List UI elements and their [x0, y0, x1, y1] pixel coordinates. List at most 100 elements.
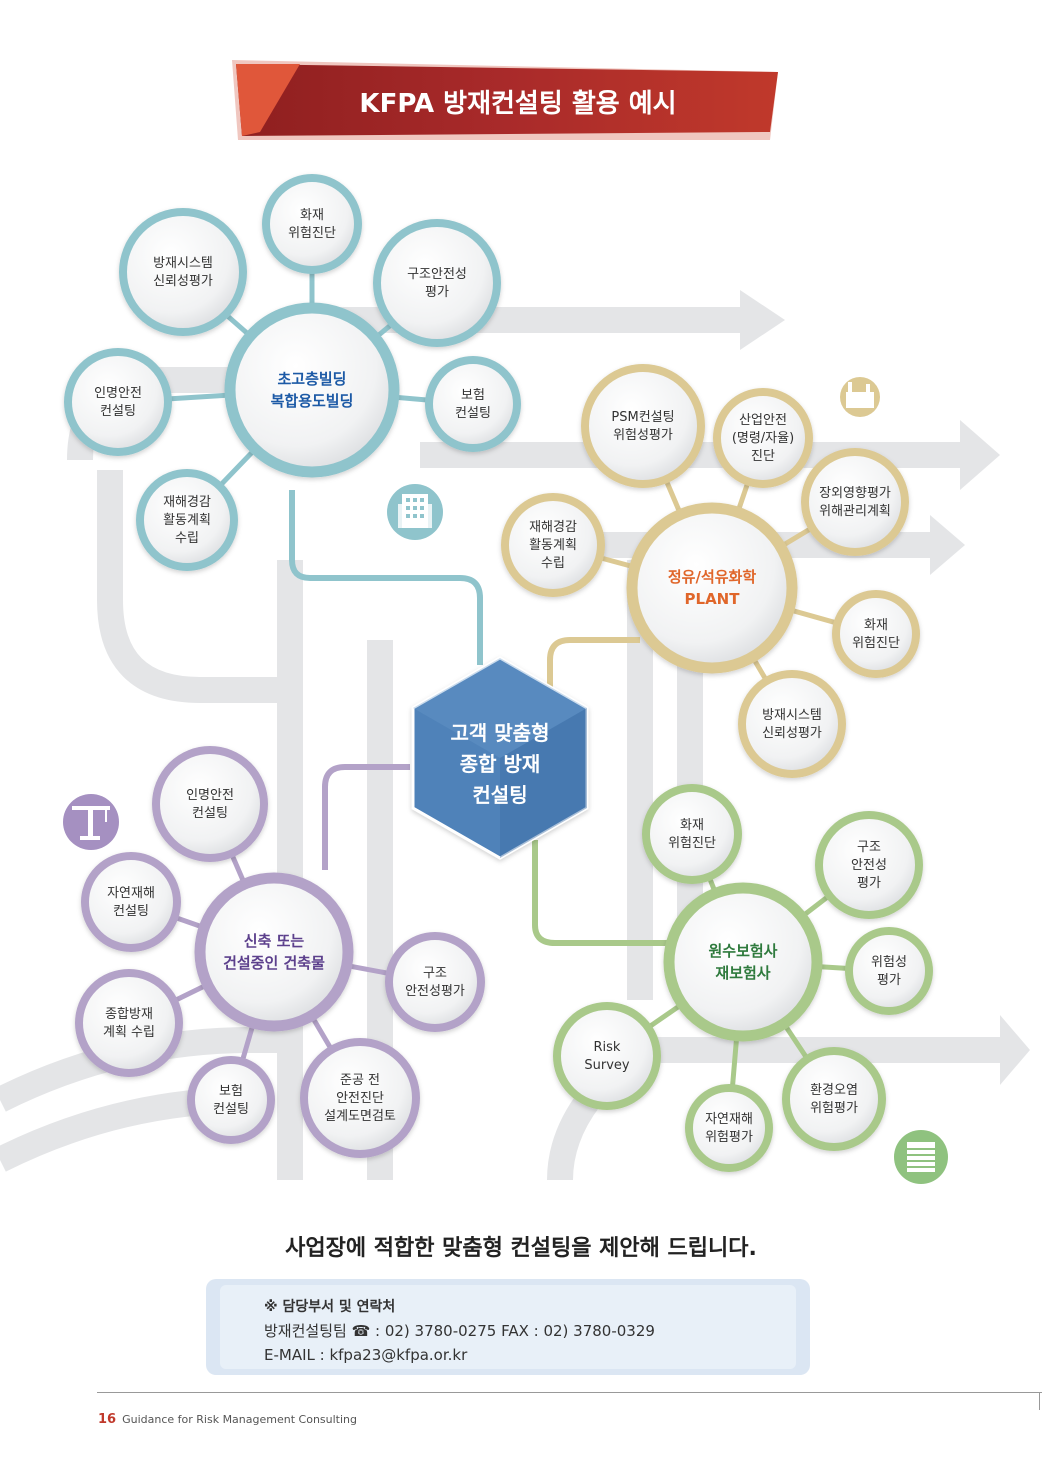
- crane-icon: [63, 794, 119, 850]
- page-footer: 16 Guidance for Risk Management Consultin…: [98, 1412, 357, 1427]
- plant-node-3-label-1: 장외영향평가: [819, 486, 891, 501]
- insurance-node-6-label-1: 환경오염: [810, 1083, 858, 1098]
- footer-text: Guidance for Risk Management Consulting: [122, 1413, 357, 1426]
- building-node-3-label-2: 평가: [425, 285, 449, 300]
- contact-phone: 방재컨설팅팀 ☎ : 02) 3780-0275 FAX : 02) 3780-…: [264, 1322, 655, 1340]
- building-icon: [387, 484, 443, 540]
- insurance-node-3-label-1: 위험성: [871, 955, 907, 970]
- building-node-6-circle: [136, 469, 238, 571]
- plant-node-1-label-1: PSM컨설팅: [611, 410, 674, 425]
- construction-node-6-label-3: 설계도면검토: [324, 1109, 396, 1124]
- building-node-1-label-2: 위험진단: [288, 226, 336, 241]
- building-node-2-label-2: 신뢰성평가: [153, 274, 213, 289]
- consulting-diagram: KFPA 방재컨설팅 활용 예시: [0, 60, 1030, 1184]
- construction-hub-circle: [194, 872, 354, 1032]
- construction-node-5-circle: [187, 1056, 275, 1144]
- building-node-2-label-1: 방재시스템: [153, 256, 213, 271]
- insurance-node-2-circle: [815, 811, 923, 919]
- construction-node-3-label-1: 구조: [423, 966, 447, 981]
- plant-node-2: 산업안전(명령/자율)진단: [713, 388, 813, 488]
- construction-node-6-label-1: 준공 전: [340, 1073, 380, 1088]
- plant-node-5-label-2: 위험진단: [852, 636, 900, 651]
- construction-hub-label-1: 신축 또는: [244, 932, 305, 950]
- insurance-node-1-circle: [642, 784, 742, 884]
- construction-node-6-circle: [300, 1038, 420, 1158]
- insurance-node-4-circle: [553, 1002, 661, 1110]
- insurance-node-5-circle: [685, 1084, 773, 1172]
- office-icon: [894, 1130, 948, 1184]
- contact-heading: ※ 담당부서 및 연락처: [264, 1299, 396, 1315]
- plant-hub-circle: [626, 502, 798, 674]
- plant-node-4-label-2: 활동계획: [529, 538, 577, 553]
- construction-node-4-circle: [75, 969, 183, 1077]
- plant-node-4-label-3: 수립: [541, 556, 565, 571]
- center-line-3: 컨설팅: [472, 783, 527, 807]
- hub-connectors: [289, 490, 680, 946]
- insurance-node-5-label-1: 자연재해: [705, 1112, 753, 1127]
- footer-tick: [1039, 1392, 1040, 1410]
- insurance-node-4-label-2: Survey: [584, 1058, 630, 1073]
- center-hexagon: 고객 맞춤형 종합 방재 컨설팅: [411, 656, 589, 860]
- center-line-1: 고객 맞춤형: [451, 721, 550, 745]
- center-line-2: 종합 방재: [460, 752, 541, 776]
- building-node-5-label-2: 컨설팅: [455, 406, 491, 421]
- building-hub-label-2: 복합용도빌딩: [271, 392, 354, 410]
- construction-node-6-label-2: 안전진단: [336, 1091, 384, 1106]
- building-node-2-circle: [119, 208, 247, 336]
- construction-node-5-label-1: 보험: [219, 1084, 243, 1099]
- insurance-node-6-circle: [782, 1047, 886, 1151]
- construction-node-4-label-2: 계획 수립: [103, 1025, 155, 1040]
- plant-hub-label-1: 정유/석유화학: [668, 568, 756, 586]
- building-node-6-label-2: 활동계획: [163, 513, 211, 528]
- insurance-hub-circle: [663, 882, 823, 1042]
- plant-node-5-label-1: 화재: [864, 618, 888, 633]
- plant-node-6-label-2: 신뢰성평가: [762, 726, 822, 741]
- construction-node-4-label-1: 종합방재: [105, 1007, 153, 1022]
- factory-icon: [840, 377, 880, 417]
- insurance-node-3-label-2: 평가: [877, 973, 901, 988]
- building-node-4-circle: [64, 348, 172, 456]
- plant-node-6-circle: [738, 670, 846, 778]
- construction-node-3-circle: [385, 932, 485, 1032]
- plant-node-3-label-2: 위해관리계획: [819, 504, 891, 519]
- insurance-node-1-label-1: 화재: [680, 818, 704, 833]
- building-node-6-label-1: 재해경감: [163, 495, 211, 510]
- insurance-node-1-label-2: 위험진단: [668, 836, 716, 851]
- building-node-1-label-1: 화재: [300, 208, 324, 223]
- plant-node-5-circle: [832, 590, 920, 678]
- background-arrow-heads: [740, 290, 1030, 1085]
- insurance-node-5-label-2: 위험평가: [705, 1130, 753, 1145]
- construction-node-3-label-2: 안전성평가: [405, 984, 465, 999]
- insurance-hub-label-2: 재보험사: [715, 964, 770, 982]
- construction-node-2-circle: [81, 852, 181, 952]
- construction-hub-label-2: 건설중인 건축물: [223, 954, 325, 972]
- page-number: 16: [98, 1412, 117, 1427]
- title-banner: KFPA 방재컨설팅 활용 예시: [232, 60, 778, 140]
- building-node-4-label-2: 컨설팅: [100, 404, 136, 419]
- plant-node-1-label-2: 위험성평가: [613, 428, 673, 443]
- building-hub-circle: [224, 302, 400, 478]
- insurance-node-3-circle: [845, 927, 933, 1015]
- construction-node-2-label-1: 자연재해: [107, 886, 155, 901]
- insurance-node-6-label-2: 위험평가: [810, 1101, 858, 1116]
